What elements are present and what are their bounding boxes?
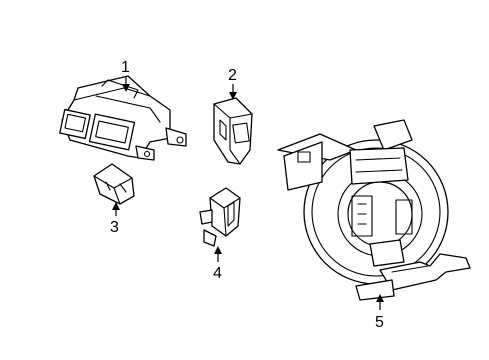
part-3-connector[interactable] [93, 163, 135, 205]
part-1-control-module[interactable] [59, 75, 187, 161]
callout-2: 2 [228, 67, 237, 100]
part-5-clockspring[interactable] [277, 119, 471, 301]
callout-3: 3 [110, 202, 120, 236]
callout-4: 4 [213, 246, 222, 282]
callout-label: 3 [110, 219, 119, 236]
part-4-connector[interactable] [199, 187, 241, 247]
callout-1: 1 [121, 59, 130, 92]
callout-label: 5 [375, 314, 384, 331]
callout-label: 4 [213, 265, 222, 282]
callout-label: 1 [121, 59, 130, 76]
part-2-sensor[interactable] [213, 97, 253, 165]
callout-label: 2 [228, 67, 237, 84]
callout-5: 5 [375, 294, 384, 331]
